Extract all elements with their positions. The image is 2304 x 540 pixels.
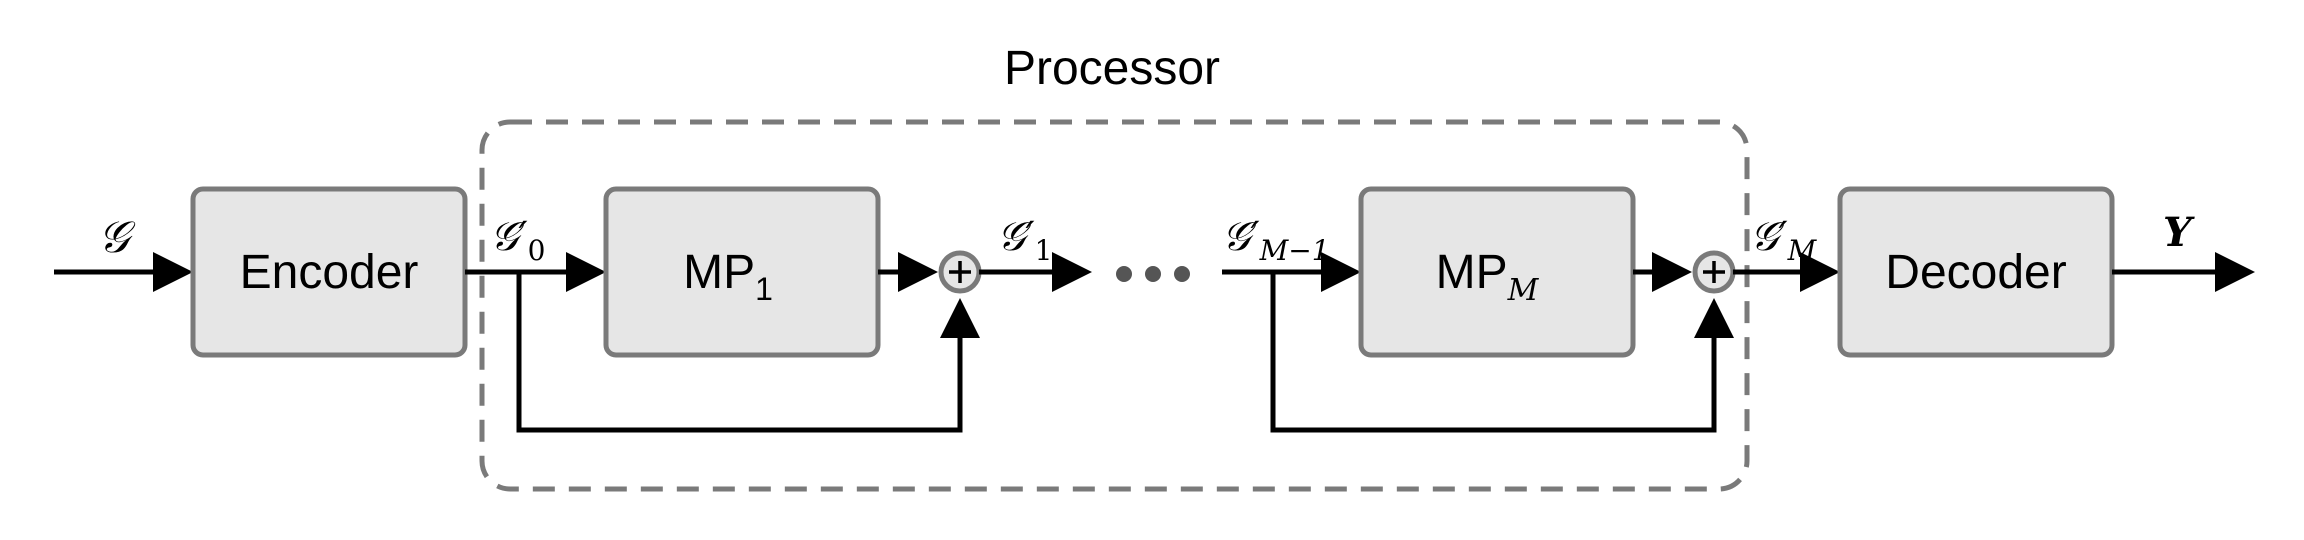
processor-container <box>479 119 1750 492</box>
input-graph-label: 𝒢 <box>98 212 136 263</box>
decoder-label: Decoder <box>1885 246 2066 299</box>
sum-node-m <box>1692 250 1736 294</box>
ellipsis <box>1116 266 1190 282</box>
mpm-label: MPM <box>1436 246 1540 308</box>
encoder-label: Encoder <box>240 246 419 299</box>
gm-minus-1-label: 𝒢′M−1 <box>1222 214 1330 267</box>
skip-connection-m <box>1270 272 1734 433</box>
g0-label: 𝒢′0 <box>490 214 545 267</box>
skip-connection-1 <box>516 272 980 433</box>
output-label: Y <box>2163 209 2195 256</box>
mp1-label: MP1 <box>683 246 773 307</box>
processor-title: Processor <box>1004 42 1220 95</box>
gm-label: 𝒢′M <box>1750 214 1818 267</box>
g1-label: 𝒢′1 <box>997 214 1052 267</box>
sum-node-1 <box>938 250 982 294</box>
